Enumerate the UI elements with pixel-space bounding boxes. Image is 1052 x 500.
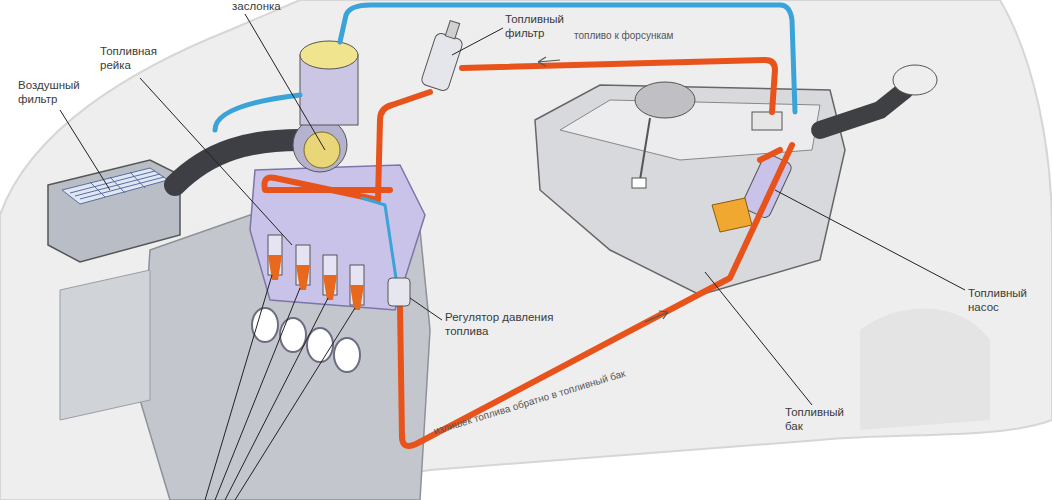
filler-neck [820, 90, 905, 130]
part-label: Воздушный фильтр [18, 78, 93, 106]
pump-strainer [712, 198, 752, 232]
part-label: Топливная рейка [100, 44, 175, 72]
vapor-lines [215, 5, 795, 285]
wheel-arch [860, 309, 990, 430]
fuel-lines [264, 60, 792, 446]
engine-mount [60, 270, 150, 420]
air-filter-element [62, 168, 168, 204]
flow-arrow [538, 57, 560, 66]
part-label: Регулятор давления топлива [445, 310, 585, 338]
filler-cap [893, 65, 937, 95]
part-label: Топливный фильтр [505, 12, 580, 40]
part-label: топливо к форсункам [574, 30, 673, 42]
fuel-filter [420, 18, 468, 92]
intake-manifold [250, 165, 425, 310]
tank-sender [635, 82, 695, 118]
throttle-valve [304, 132, 340, 168]
air-filter-housing [48, 160, 180, 262]
flow-arrow [645, 311, 668, 322]
intake-ports [252, 308, 360, 372]
leader-lines [60, 14, 965, 500]
pressure-regulator [388, 278, 410, 306]
part-label: Топливный бак [785, 405, 860, 433]
part-label: заслонка [232, 0, 322, 13]
part-label: Топливный насос [968, 286, 1043, 314]
fuel-tank [535, 85, 845, 295]
injectors [268, 235, 364, 310]
